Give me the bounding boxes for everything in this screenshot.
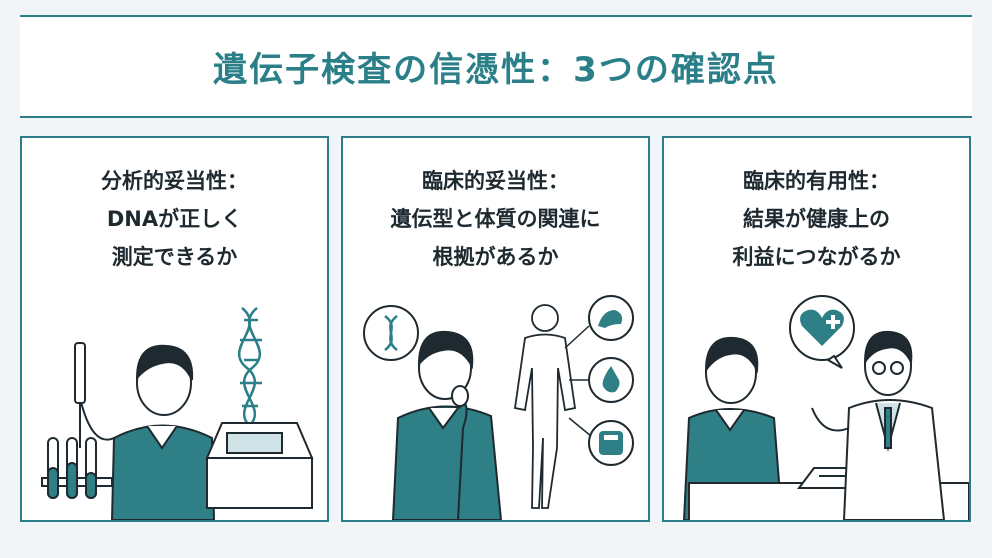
panel-analytical-validity: 分析的妥当性： DNAが正しく 測定できるか <box>20 136 329 522</box>
panel-caption: 臨床的有用性： 結果が健康上の 利益につながるか <box>664 162 969 276</box>
panel-line: 根拠があるか <box>432 245 559 269</box>
doctor-consultation-illustration <box>682 295 969 520</box>
panel-line: DNAが正しく <box>106 207 243 231</box>
lab-researcher-illustration <box>41 307 314 520</box>
panel-line: 測定できるか <box>111 245 238 269</box>
body-outline-icon <box>513 304 577 509</box>
dna-icon <box>363 305 419 361</box>
panel-line: 利益につながるか <box>732 245 901 269</box>
panel-heading: 臨床的有用性： <box>743 169 890 193</box>
panel-clinical-utility: 臨床的有用性： 結果が健康上の 利益につながるか <box>662 136 971 522</box>
scale-icon <box>588 420 634 466</box>
water-drop-icon <box>588 357 634 403</box>
page-title: 遺伝子検査の信憑性：3つの確認点 <box>213 50 779 90</box>
heart-plus-icon <box>789 295 855 369</box>
panel-heading: 臨床的妥当性： <box>422 169 569 193</box>
muscle-icon <box>588 295 634 341</box>
test-tubes-icon <box>41 437 113 499</box>
analyzer-machine-icon <box>205 422 314 509</box>
panel-caption: 臨床的妥当性： 遺伝型と体質の関連に 根拠があるか <box>343 162 648 276</box>
panel-heading: 分析的妥当性： <box>101 169 248 193</box>
title-bar: 遺伝子検査の信憑性：3つの確認点 <box>20 15 972 118</box>
panel-clinical-validity: 臨床的妥当性： 遺伝型と体質の関連に 根拠があるか <box>341 136 650 522</box>
panel-line: 遺伝型と体質の関連に <box>390 207 601 231</box>
thinking-person-illustration <box>363 295 634 520</box>
panel-caption: 分析的妥当性： DNAが正しく 測定できるか <box>22 162 327 276</box>
dna-icon <box>238 307 262 429</box>
pipette-icon <box>74 342 86 448</box>
doctor-icon <box>811 330 946 520</box>
panel-line: 結果が健康上の <box>743 207 890 231</box>
